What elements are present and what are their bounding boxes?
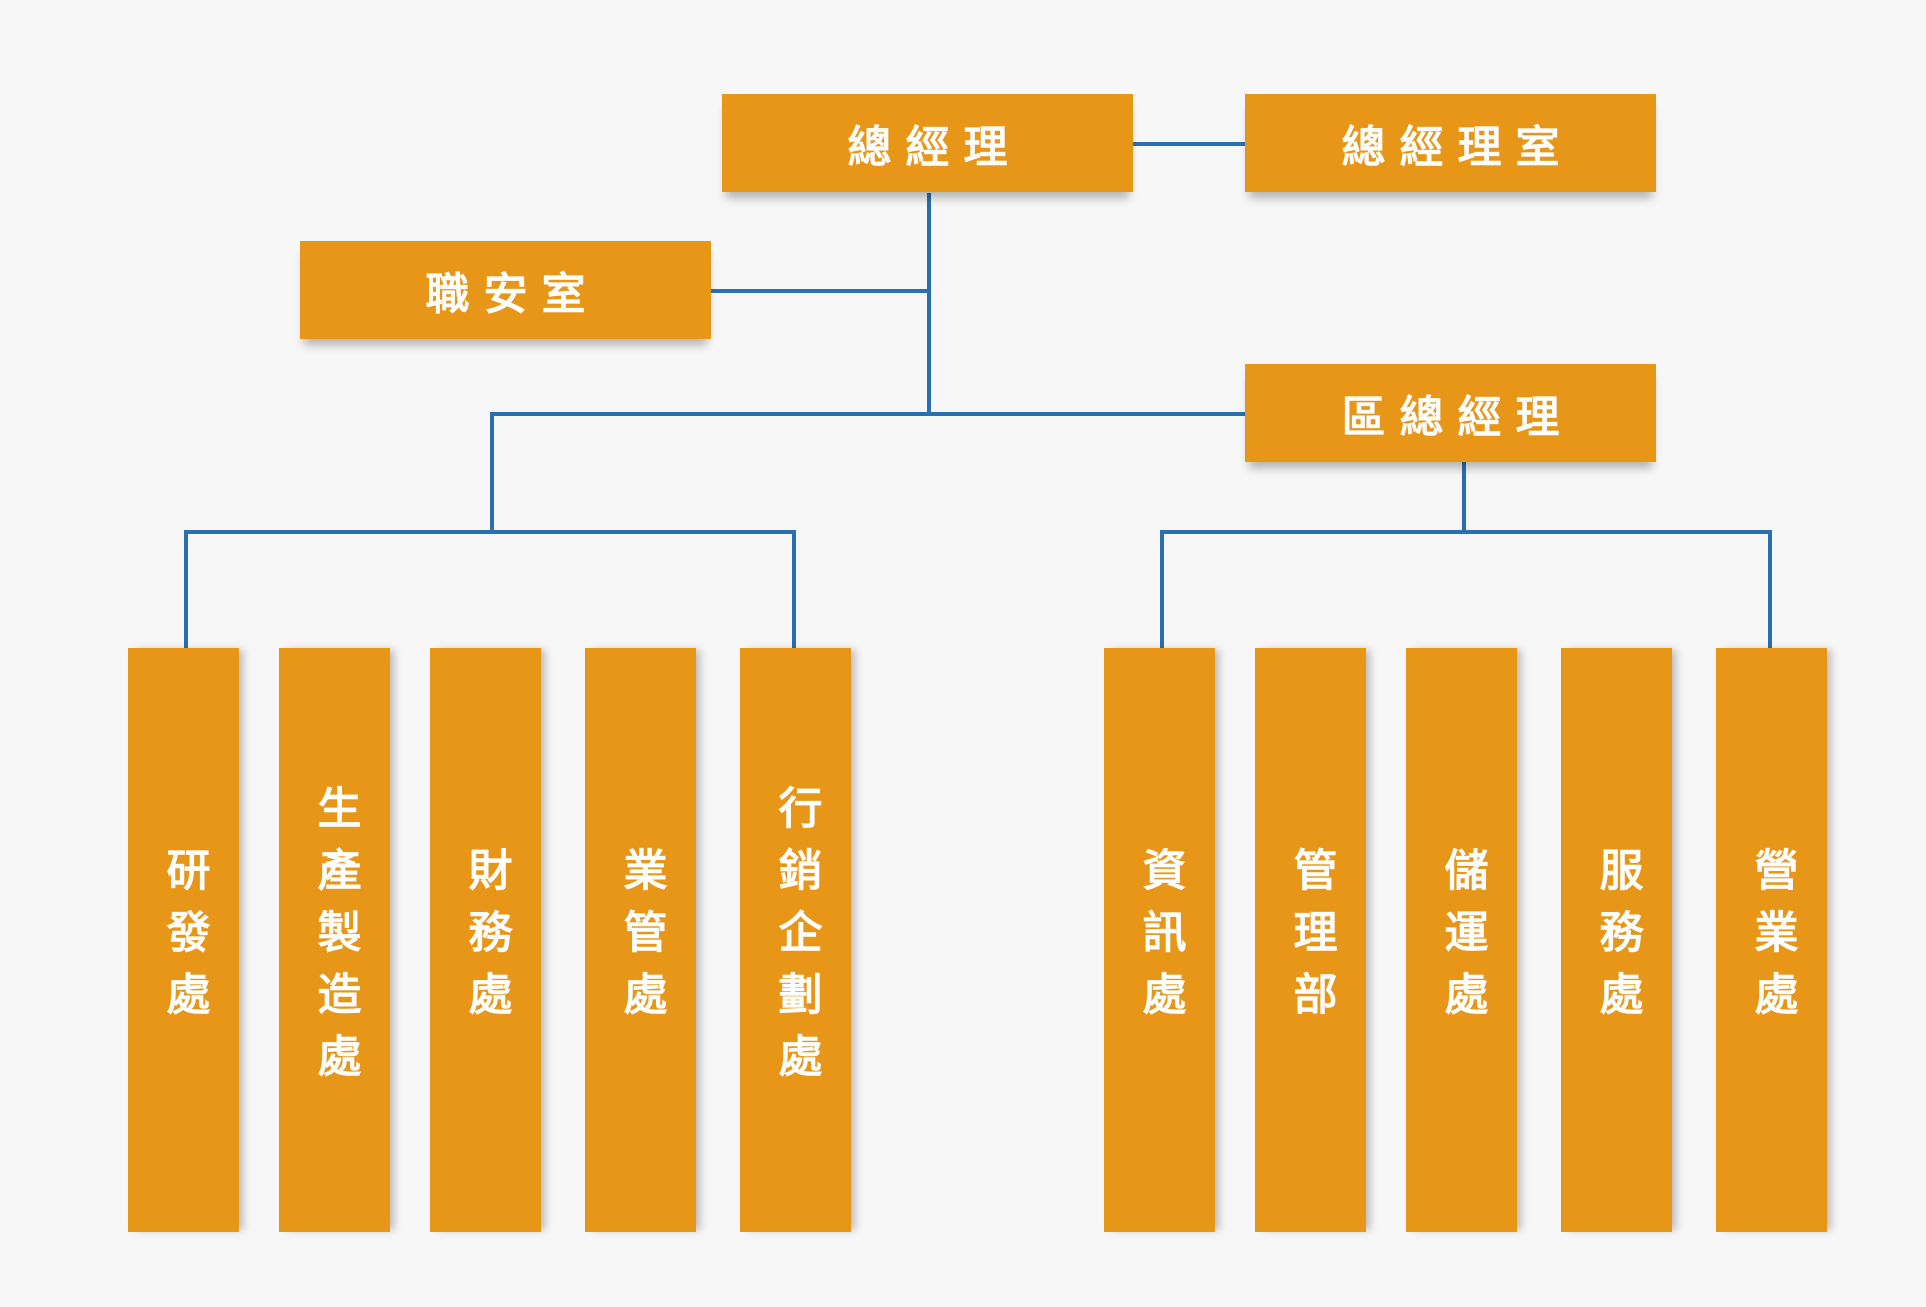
node-dept-label: 服務處 [1591, 847, 1643, 1033]
connector-right-end-b [1768, 530, 1772, 648]
node-dept-rnd: 研發處 [128, 648, 239, 1232]
node-ceo: 總經理 [722, 94, 1133, 192]
node-ceo-office: 總經理室 [1245, 94, 1656, 192]
node-dept-logistics: 儲運處 [1406, 648, 1517, 1232]
connector-regional-drop [1462, 461, 1466, 534]
node-dept-label: 儲運處 [1436, 847, 1488, 1033]
node-dept-manufacturing: 生產製造處 [279, 648, 390, 1232]
node-regional-gm-label: 區總經理 [1341, 392, 1574, 443]
node-dept-it: 資訊處 [1104, 648, 1215, 1232]
node-ceo-label: 總經理 [847, 122, 1022, 173]
connector-left-end-b [792, 530, 796, 648]
node-regional-gm: 區總經理 [1245, 364, 1656, 462]
node-dept-business-mgmt: 業管處 [585, 648, 696, 1232]
node-dept-label: 管理部 [1285, 847, 1337, 1033]
node-dept-finance: 財務處 [430, 648, 541, 1232]
node-dept-label: 生產製造處 [309, 785, 361, 1095]
connector-right-end-a [1160, 530, 1164, 648]
node-dept-label: 資訊處 [1134, 847, 1186, 1033]
connector-ceo-trunk [927, 193, 931, 416]
node-safety-office: 職安室 [300, 241, 711, 339]
node-dept-sales: 營業處 [1716, 648, 1827, 1232]
node-dept-label: 行銷企劃處 [770, 785, 822, 1095]
connector-horizontal-main [490, 412, 1246, 416]
node-dept-label: 業管處 [615, 847, 667, 1033]
node-dept-label: 研發處 [158, 847, 210, 1033]
connector-left-branch [184, 530, 796, 534]
node-dept-service: 服務處 [1561, 648, 1672, 1232]
node-safety-office-label: 職安室 [425, 269, 600, 320]
connector-left-drop [490, 412, 494, 534]
node-dept-label: 營業處 [1746, 847, 1798, 1033]
node-ceo-office-label: 總經理室 [1341, 122, 1574, 173]
node-dept-management: 管理部 [1255, 648, 1366, 1232]
connector-trunk-to-safety-office [711, 289, 929, 293]
node-dept-label: 財務處 [460, 847, 512, 1033]
node-dept-marketing: 行銷企劃處 [740, 648, 851, 1232]
connector-ceo-to-ceo-office [1132, 142, 1246, 146]
connector-right-branch [1160, 530, 1772, 534]
connector-left-end-a [184, 530, 188, 648]
